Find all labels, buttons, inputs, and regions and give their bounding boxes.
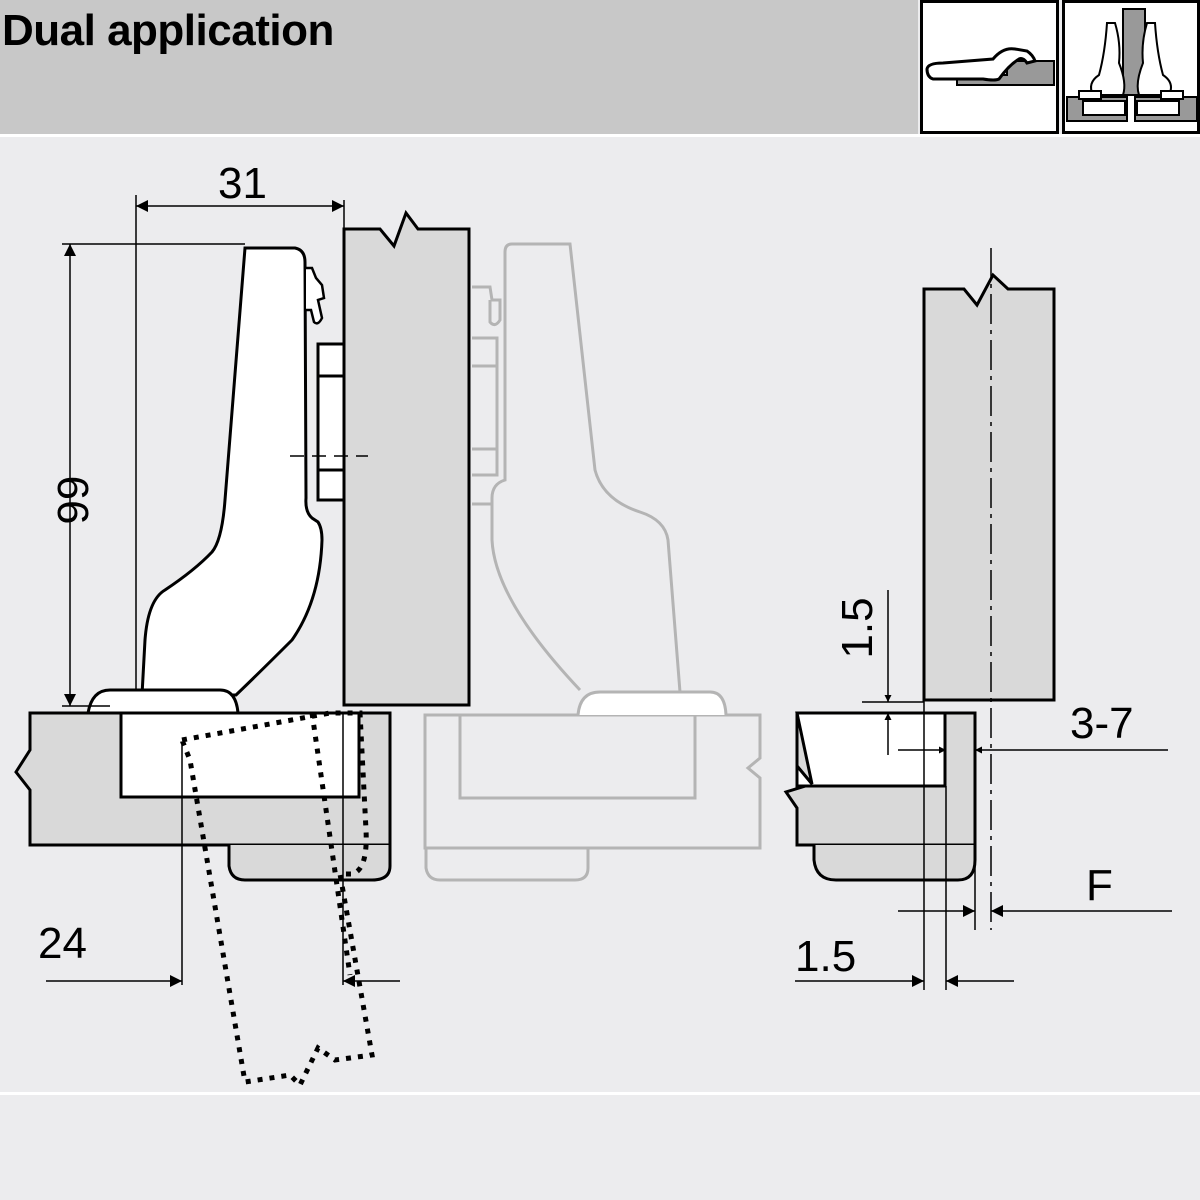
dimension-66 — [62, 243, 245, 707]
page-title: Dual application — [2, 6, 334, 55]
right-door-panel — [922, 272, 1056, 702]
dim-label-24: 24 — [38, 919, 87, 968]
dimension-31 — [135, 195, 345, 690]
dim-label-gap-top: 1.5 — [833, 597, 882, 658]
dimension-24 — [46, 713, 400, 987]
mounting-plate — [316, 342, 346, 502]
header-divider — [0, 134, 1200, 137]
dim-label-f: F — [1086, 861, 1113, 910]
dim-label-gap-bottom: 1.5 — [795, 932, 856, 981]
dim-label-overlay: 3-7 — [1070, 699, 1134, 748]
door-panel — [342, 209, 471, 707]
dim-label-31: 31 — [218, 159, 267, 208]
dual-hinge-application-icon — [1062, 0, 1200, 134]
right-cabinet-side — [783, 711, 977, 882]
ghost-hinge-mirrored — [423, 242, 762, 882]
hinge-boss — [86, 688, 240, 715]
header-bar: Dual application — [0, 0, 918, 134]
hinge-clip — [306, 266, 326, 325]
dimension-gap-top — [862, 590, 924, 755]
left-panel-base — [14, 711, 392, 882]
dim-label-66: 66 — [48, 476, 97, 525]
hinge-arm — [140, 246, 324, 697]
hinge-side-view-icon — [920, 0, 1059, 134]
footer-divider — [0, 1092, 1200, 1095]
